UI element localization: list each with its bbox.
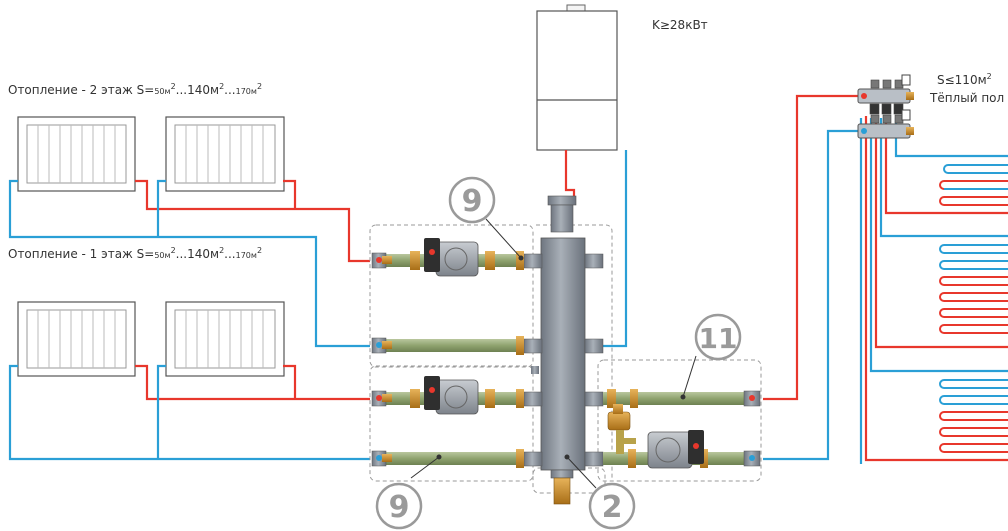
floor2-prefix: Отопление - 2 этаж S= [8,83,155,97]
module-floor1 [382,376,524,468]
floor1-area-c: 170м [235,251,257,260]
supply-pipes [135,94,1008,462]
valve-floor2-return [371,337,392,354]
callout-9-top: 9 [448,176,496,224]
floor1-sep1: ... [175,247,188,261]
underfloor-loop-3 [939,379,1008,453]
return-pipes [8,118,1008,464]
floor2-heating-label: Отопление - 2 этаж S=50м2...140м2...170м… [8,82,262,97]
floor1-area-b-sup: 2 [219,246,225,255]
valve-mixing-supply [743,390,761,407]
underfloor-loop-2 [939,244,1008,334]
floor2-area-b: 140м [187,83,220,97]
callout-2-number: 2 [602,490,623,525]
floor2-area-b-sup: 2 [219,82,225,91]
underfloor-loop-1 [939,164,1008,206]
callout-9-bottom-number: 9 [389,490,410,525]
floor2-area-c-sup: 2 [256,82,263,91]
callout-leaders [410,218,697,489]
floor2-area-a-sup: 2 [170,82,176,91]
underfloor-manifold [857,74,914,139]
radiator-floor2-left [17,116,136,192]
ball-valves [371,252,761,467]
module-mixing [603,389,753,469]
valve-floor2-supply [371,252,392,269]
callout-9-bottom: 9 [375,482,423,530]
hydraulic-separator [523,195,604,505]
callout-11: 11 [694,313,742,361]
underfloor-area-sup: 2 [986,72,992,81]
callout-2: 2 [588,482,636,530]
valve-floor1-return [371,450,392,467]
floor1-area-a: 50м [154,251,171,260]
floor2-area-a: 50м [154,87,171,96]
underfloor-title-label: Тёплый пол [930,91,1005,105]
floor1-sep2: ... [224,247,236,261]
valve-floor1-supply [371,390,392,407]
floor1-heating-label: Отопление - 1 этаж S=50м2...140м2...170м… [8,246,262,261]
floor2-area-c: 170м [235,87,257,96]
module-floor2 [382,238,524,355]
radiator-floor2-right [165,116,285,192]
boiler-power-label: K≥28кВт [652,18,708,32]
radiator-floor1-left [17,301,136,377]
boiler [536,4,618,151]
floor1-prefix: Отопление - 1 этаж S= [8,247,155,261]
underfloor-area-label: S≤110м2 [937,72,992,87]
underfloor-area: S≤110м [937,73,987,87]
callout-11-number: 11 [699,322,738,355]
valve-mixing-return [743,450,761,467]
floor1-area-c-sup: 2 [256,246,263,255]
floor2-sep2: ... [224,83,236,97]
callout-9-top-number: 9 [462,184,483,219]
floor1-area-b: 140м [187,247,220,261]
floor2-sep1: ... [175,83,188,97]
radiator-floor1-right [165,301,285,377]
floor1-area-a-sup: 2 [170,246,176,255]
